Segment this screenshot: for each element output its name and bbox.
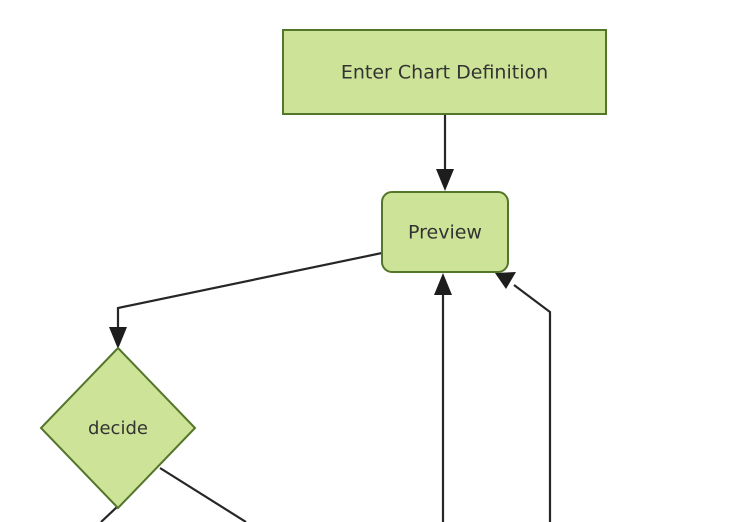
node-rect[interactable] [282,29,607,115]
edge-bottom-right-to-preview [495,272,552,522]
edge-enter-to-preview [436,114,454,191]
edge-decide-down-right [159,467,247,522]
node-decide[interactable]: decide [39,346,197,510]
node-enter-chart-definition[interactable]: Enter Chart Definition [282,29,607,115]
edge-line [513,284,552,522]
arrowhead-up-icon [434,273,452,295]
edge-line [159,467,247,522]
edge-line [116,251,383,333]
node-label-decide: decide [88,418,148,439]
node-label-enter-chart-definition: Enter Chart Definition [341,62,548,84]
edge-line [100,506,118,522]
node-rect[interactable] [381,191,509,273]
arrowhead-down-icon [109,327,127,349]
arrowhead-down-icon [436,169,454,191]
arrowhead-up-left-icon [495,272,516,289]
node-label-preview: Preview [408,222,482,244]
node-diamond[interactable] [39,346,197,510]
edge-preview-to-decide [109,251,383,349]
node-preview[interactable]: Preview [381,191,509,273]
edge-bottom-center-to-preview [434,273,452,522]
edge-decide-down-left [100,506,118,522]
